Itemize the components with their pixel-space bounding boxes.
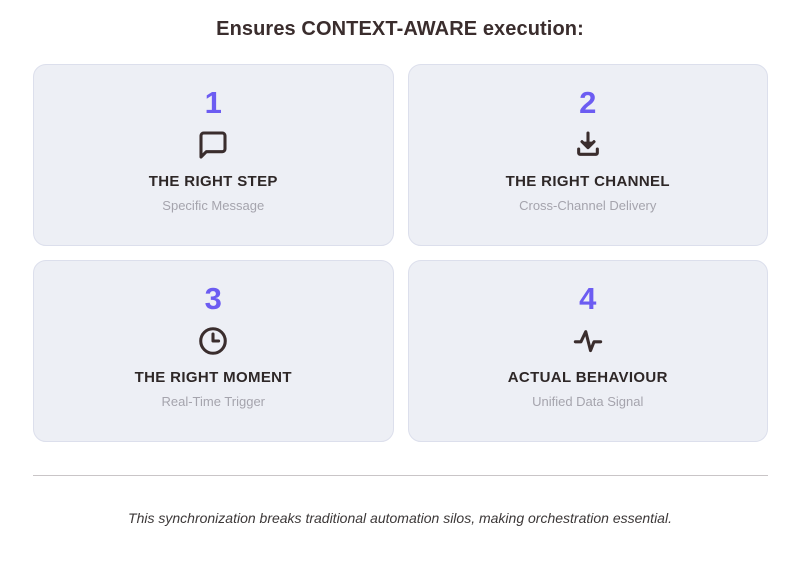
card-subtitle: Specific Message: [162, 198, 265, 213]
clock-icon: [197, 324, 229, 358]
card-subtitle: Unified Data Signal: [532, 394, 644, 409]
footer-divider: [33, 475, 768, 476]
card-number: 2: [579, 85, 597, 120]
card-the-right-step[interactable]: 1 THE RIGHT STEP Specific Message: [33, 64, 394, 246]
card-title: THE RIGHT MOMENT: [134, 369, 292, 386]
card-title: THE RIGHT STEP: [148, 173, 278, 190]
page-title: Ensures CONTEXT-AWARE execution:: [216, 18, 584, 40]
card-subtitle: Cross-Channel Delivery: [519, 198, 657, 213]
download-inbox-icon: [572, 128, 604, 162]
card-the-right-channel[interactable]: 2 THE RIGHT CHANNEL Cross-Channel Delive…: [407, 64, 768, 246]
card-actual-behaviour[interactable]: 4 ACTUAL BEHAVIOUR Unified Data Signal: [407, 260, 768, 442]
context-cards-grid: 1 THE RIGHT STEP Specific Message 2 THE …: [33, 64, 768, 442]
card-title: THE RIGHT CHANNEL: [505, 173, 670, 190]
message-square-icon: [197, 128, 229, 162]
activity-pulse-icon: [572, 324, 604, 358]
card-title: ACTUAL BEHAVIOUR: [507, 369, 668, 386]
card-number: 4: [579, 281, 597, 316]
card-subtitle: Real-Time Trigger: [161, 394, 266, 409]
card-the-right-moment[interactable]: 3 THE RIGHT MOMENT Real-Time Trigger: [33, 260, 394, 442]
card-number: 1: [204, 85, 222, 120]
footer-note: This synchronization breaks traditional …: [128, 510, 672, 526]
card-number: 3: [204, 281, 222, 316]
